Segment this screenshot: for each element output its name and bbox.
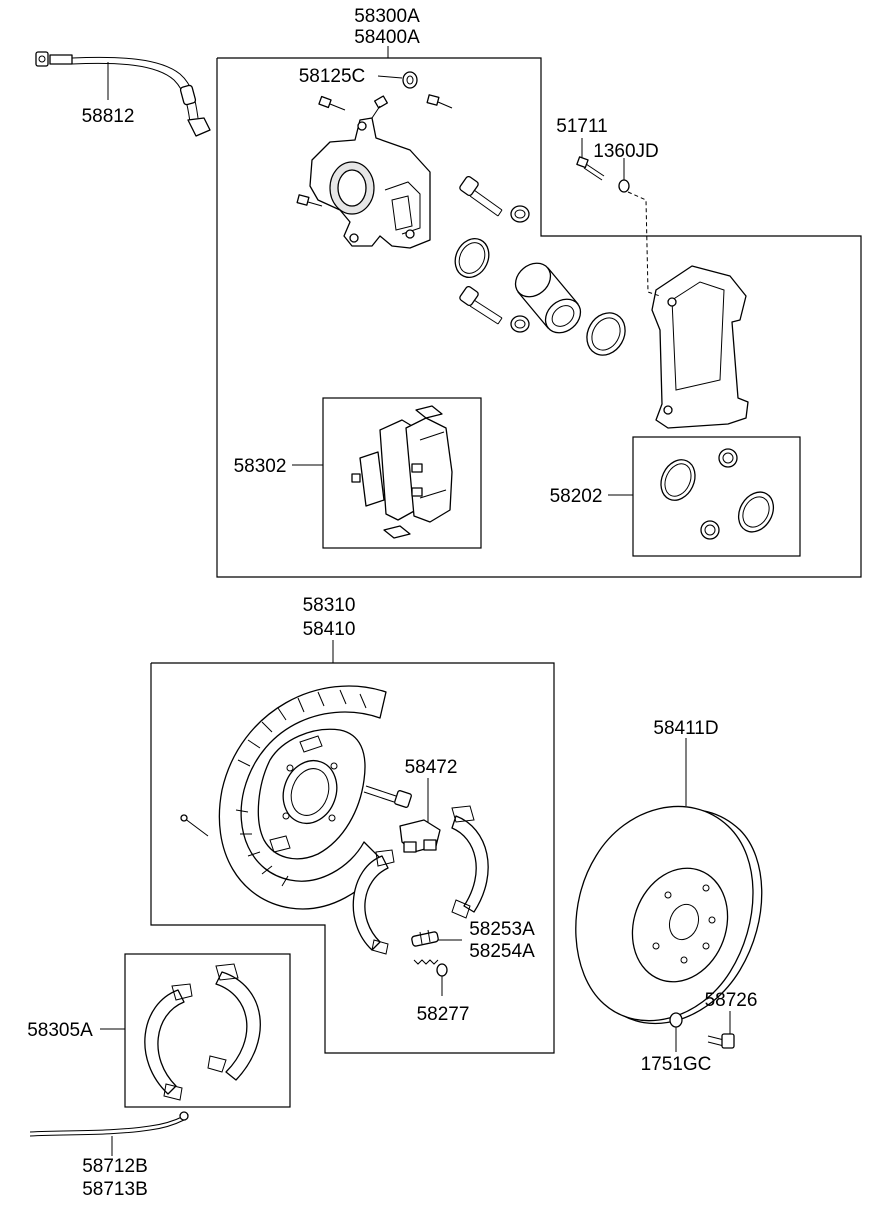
washer-1751GC [669,1012,683,1028]
return-spring [413,959,448,977]
label-58300A: 58300A [354,6,420,27]
label-58277: 58277 [417,1004,470,1025]
label-58713B: 58713B [82,1179,148,1200]
caliper-body [309,117,431,249]
piston-seal-ring [454,238,490,278]
backing-plate [257,728,366,860]
parking-shoe-right [451,805,489,919]
parking-shoe-left [352,849,395,955]
backing-plate-group [150,640,555,1054]
piston-dust-boot [586,312,626,356]
caliper-assembly-frame [216,57,862,578]
label-58202: 58202 [550,486,603,507]
label-58400A: 58400A [354,27,420,48]
backing-plate-bolt [363,785,412,808]
label-58254A: 58254A [469,941,535,962]
label-58302: 58302 [234,456,287,477]
brake-pad-set-group [292,397,482,549]
label-58310: 58310 [303,595,356,616]
label-58305A: 58305A [27,1020,93,1041]
bleeder-cap [402,71,418,89]
backing-plate-frame [150,662,555,1054]
label-51711: 51711 [556,116,607,137]
brake-hose [35,51,211,137]
parking-shoe-kit-frame [124,953,291,1108]
mounting-bolt-51711 [576,156,605,181]
guide-pin-upper [459,175,530,223]
disc-screw [707,1033,735,1049]
parking-brake-cable [29,1111,189,1137]
label-1360JD: 1360JD [593,141,659,162]
caliper-seal-kit-frame [632,436,801,557]
guide-pin-lower [459,285,530,333]
washer-1360JD [618,179,630,193]
caliper-assembly-group [35,46,862,578]
label-58726: 58726 [705,990,758,1011]
label-58812: 58812 [82,106,135,127]
caliper-carrier-bracket [651,265,749,429]
label-58253A: 58253A [469,919,535,940]
brake-disc [575,805,763,1025]
label-58125C: 58125C [299,66,366,87]
brake-piston [514,262,582,334]
label-58411D: 58411D [653,718,718,739]
label-58410: 58410 [303,619,356,640]
adjuster-lever [399,819,441,853]
label-58712B: 58712B [82,1156,148,1177]
caliper-bolt-set [296,94,453,207]
part-labels: 58300A 58400A 58812 58125C 51711 1360JD … [27,6,757,1200]
shoe-adjuster [411,929,439,947]
label-1751GC: 1751GC [641,1054,712,1075]
parking-shoe-kit-group [100,953,291,1108]
brake-pad-set-frame [322,397,482,549]
hold-down-pin [180,814,209,837]
caliper-seal-kit-group [608,436,801,557]
label-58472: 58472 [405,757,458,778]
